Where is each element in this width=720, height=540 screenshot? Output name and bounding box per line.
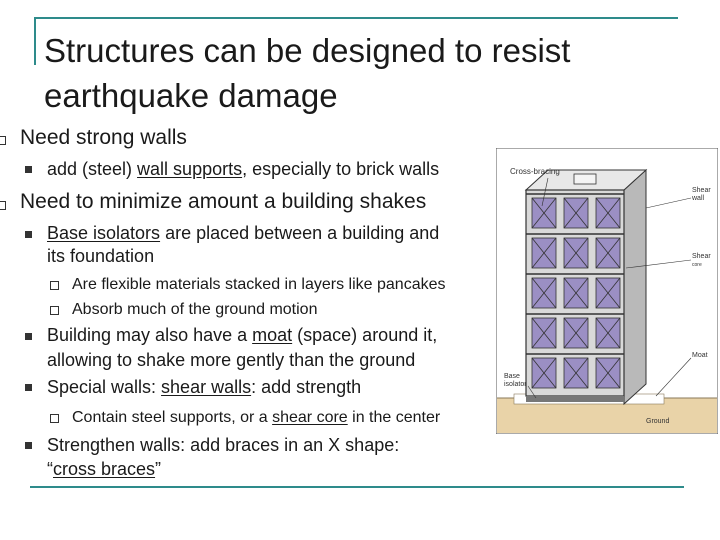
label-shear-core-line2: core xyxy=(692,262,702,268)
label-base-isolator-line1: Base xyxy=(504,373,520,380)
bottom-rule xyxy=(30,486,684,488)
label-shear-wall-line2: wall xyxy=(691,195,705,202)
text-segment: add (steel) xyxy=(47,159,138,179)
bullet-shear-walls: Special walls: shear walls: add strength xyxy=(47,376,361,399)
bullet-flexible-materials: Are flexible materials stacked in layers… xyxy=(72,276,446,293)
text-segment: , especially to brick walls xyxy=(242,159,440,179)
bullet-absorb-motion: Absorb much of the ground motion xyxy=(72,301,318,318)
slide-title: Structures can be designed to resist ear… xyxy=(44,28,570,118)
cross-brace xyxy=(563,197,589,229)
underlined-term-cross-braces: cross braces xyxy=(53,459,156,479)
level3-bullet-icon xyxy=(50,414,59,423)
label-moat: Moat xyxy=(692,352,708,359)
label-shear-wall-line1: Shear xyxy=(692,187,711,194)
text-segment: Special walls: xyxy=(47,377,162,397)
text-segment: (space) around it, xyxy=(292,325,438,345)
bullet-strong-walls: Need strong walls xyxy=(20,126,187,149)
building-side-face xyxy=(623,168,647,406)
label-shear-core-line1: Shear xyxy=(692,253,711,260)
title-line-1: Structures can be designed to resist xyxy=(44,32,571,69)
label-base-isolator-line2: isolator xyxy=(504,381,527,388)
level2-bullet-icon xyxy=(25,231,32,238)
cross-brace xyxy=(563,357,589,389)
text-segment: are placed between a building and xyxy=(160,223,440,243)
cross-brace xyxy=(531,197,557,229)
level2-bullet-icon xyxy=(25,166,32,173)
text-segment: “ xyxy=(47,459,53,479)
level1-bullet-icon xyxy=(0,201,6,210)
level2-bullet-icon xyxy=(25,384,32,391)
text-segment: : add strength xyxy=(251,377,362,397)
level2-bullet-icon xyxy=(25,333,32,340)
label-ground: Ground xyxy=(646,418,669,425)
label-cross-bracing: Cross-bracing xyxy=(510,167,560,176)
leader-shear-wall xyxy=(645,197,692,209)
bullet-moat-cont: allowing to shake more gently than the g… xyxy=(47,350,416,370)
cross-brace xyxy=(595,357,621,389)
underlined-term-moat: moat xyxy=(252,325,293,345)
cross-brace xyxy=(563,277,589,309)
bullet-cross-braces: Strengthen walls: add braces in an X sha… xyxy=(47,435,400,455)
cross-brace xyxy=(531,357,557,389)
underlined-term-shear-walls: shear walls xyxy=(161,377,252,397)
cross-brace xyxy=(563,317,589,349)
level3-bullet-icon xyxy=(50,281,59,290)
earthquake-building-diagram: Cross-bracing Shear wall Shear core Moat… xyxy=(496,148,718,434)
bullet-steel-supports: Contain steel supports, or a shear core … xyxy=(72,407,440,428)
underlined-term-shear-core: shear core xyxy=(272,409,348,426)
bullet-cross-braces-cont: “cross braces” xyxy=(47,458,161,481)
cross-brace xyxy=(595,237,621,269)
leader-shear-core xyxy=(625,259,692,269)
underlined-term-wall-supports: wall supports xyxy=(137,159,243,179)
level2-bullet-icon xyxy=(25,442,32,449)
title-frame-top-rule xyxy=(34,17,678,19)
cross-brace xyxy=(531,317,557,349)
bullet-wall-supports: add (steel) wall supports, especially to… xyxy=(47,158,439,181)
text-segment: Building may also have a xyxy=(47,325,253,345)
bullet-minimize-shaking: Need to minimize amount a building shake… xyxy=(20,190,427,213)
bullet-moat: Building may also have a moat (space) ar… xyxy=(47,324,437,347)
cross-brace xyxy=(531,277,557,309)
text-segment: Contain steel supports, or a xyxy=(72,409,273,426)
roof-structure xyxy=(573,173,597,185)
underlined-term-base-isolators: Base isolators xyxy=(47,223,161,243)
cross-brace xyxy=(531,237,557,269)
title-frame-left-rule xyxy=(34,17,36,65)
text-segment: ” xyxy=(155,459,162,479)
leader-base-isolator xyxy=(527,385,537,399)
bullet-base-isolators-cont: its foundation xyxy=(47,246,155,266)
cross-brace xyxy=(595,197,621,229)
base-isolator-layer xyxy=(526,396,624,402)
cross-brace xyxy=(563,237,589,269)
level1-bullet-icon xyxy=(0,136,6,145)
cross-brace xyxy=(595,317,621,349)
title-line-2: earthquake damage xyxy=(44,77,338,114)
text-segment: in the center xyxy=(347,409,441,426)
cross-brace xyxy=(595,277,621,309)
bullet-base-isolators: Base isolators are placed between a buil… xyxy=(47,222,439,245)
level3-bullet-icon xyxy=(50,306,59,315)
floor-panels xyxy=(526,193,624,389)
leader-cross-bracing xyxy=(541,177,549,207)
leader-moat xyxy=(655,357,692,397)
